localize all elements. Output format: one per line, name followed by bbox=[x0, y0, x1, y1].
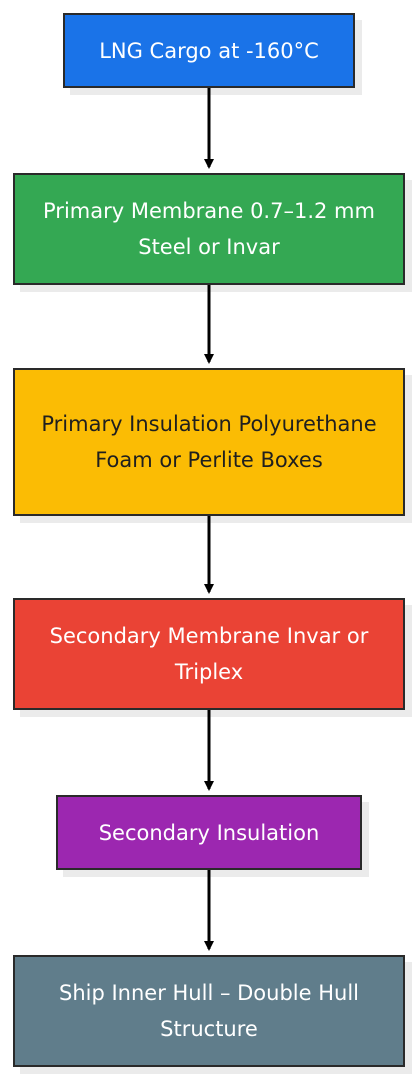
node-secondary-insulation: Secondary Insulation bbox=[56, 795, 362, 870]
node-lng-cargo-label: LNG Cargo at -160°C bbox=[99, 38, 319, 63]
node-ship-inner-hull: Ship Inner Hull – Double Hull Structure bbox=[13, 955, 405, 1067]
node-primary-membrane: Primary Membrane 0.7–1.2 mm Steel or Inv… bbox=[13, 173, 405, 285]
node-ship-inner-hull-label: Ship Inner Hull – Double Hull Structure bbox=[59, 981, 359, 1041]
node-primary-insulation-label: Primary Insulation Polyurethane Foam or … bbox=[41, 412, 377, 472]
node-secondary-insulation-label: Secondary Insulation bbox=[98, 820, 320, 845]
node-secondary-membrane: Secondary Membrane Invar or Triplex bbox=[13, 598, 405, 710]
node-primary-membrane-label: Primary Membrane 0.7–1.2 mm Steel or Inv… bbox=[43, 199, 375, 259]
node-lng-cargo: LNG Cargo at -160°C bbox=[63, 13, 355, 88]
node-primary-insulation: Primary Insulation Polyurethane Foam or … bbox=[13, 368, 405, 516]
node-secondary-membrane-label: Secondary Membrane Invar or Triplex bbox=[49, 624, 369, 684]
